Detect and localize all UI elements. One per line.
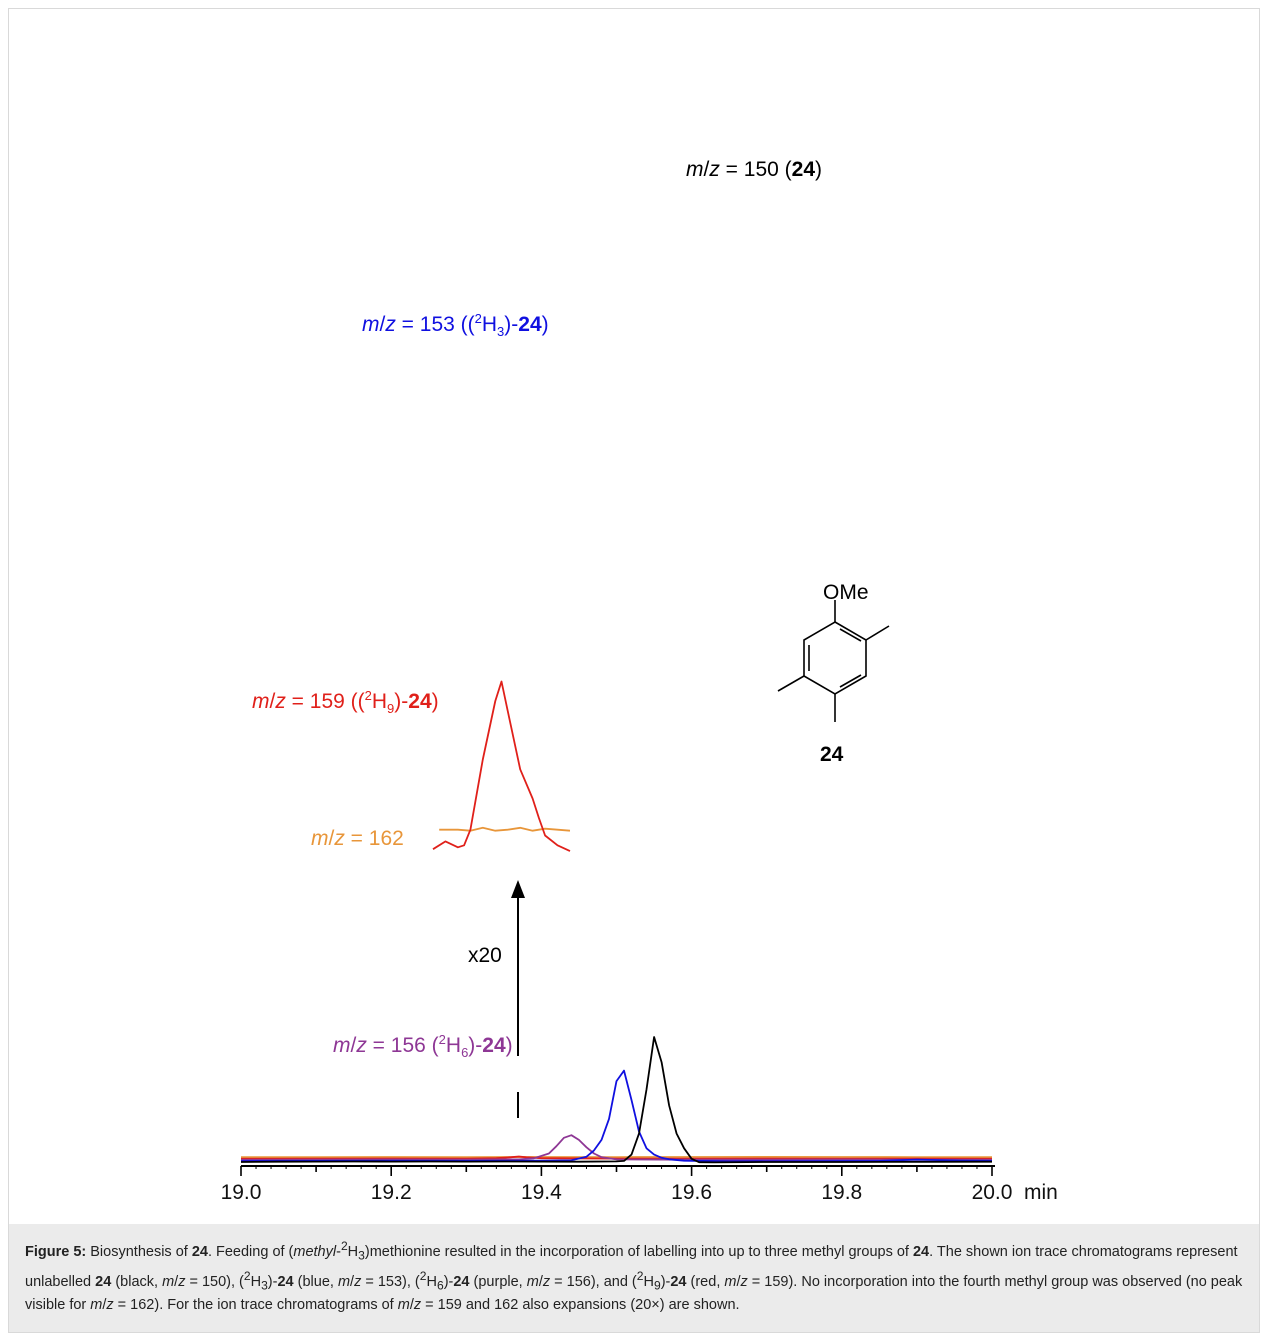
series-line-3 (240, 1155, 993, 1160)
inset-line-0 (432, 680, 571, 852)
figure-caption: Figure 5: Biosynthesis of 24. Feeding of… (9, 1224, 1259, 1332)
structure-24 (777, 600, 890, 722)
inset-line-1 (439, 826, 571, 832)
structure-number-label: 24 (820, 743, 844, 766)
tick-label: 20.0 (972, 1181, 1013, 1204)
tick-label: 19.2 (371, 1181, 412, 1204)
label-mz156: m/z = 156 (2H6)-24) (333, 1032, 513, 1060)
expansion-arrow: x20 (468, 880, 525, 1118)
x-axis-unit: min (1024, 1181, 1058, 1204)
caption-figure-label: Figure 5: (25, 1243, 87, 1260)
series-line-1 (240, 1069, 993, 1163)
label-mz162: m/z = 162 (311, 827, 404, 850)
ion-trace-chromatogram-chart: 19.0 19.2 19.4 19.6 19.8 20.0 min x20 m/z = 15… (221, 158, 1058, 1204)
tick-label: 19.4 (521, 1181, 562, 1204)
tick-label: 19.0 (221, 1181, 262, 1204)
series-group (240, 1036, 993, 1164)
label-mz150: m/z = 150 (24) (686, 158, 822, 181)
label-mz159: m/z = 159 ((2H9)-24) (252, 688, 439, 716)
structure-ome-label: OMe (823, 581, 869, 604)
inset-group (432, 680, 571, 852)
x-axis: 19.0 19.2 19.4 19.6 19.8 20.0 min (221, 1165, 1058, 1204)
expansion-factor-label: x20 (468, 944, 502, 967)
tick-label: 19.8 (821, 1181, 862, 1204)
tick-label: 19.6 (671, 1181, 712, 1204)
series-line-0 (240, 1036, 993, 1164)
series-line-2 (240, 1134, 993, 1161)
label-mz153: m/z = 153 ((2H3)-24) (362, 311, 549, 339)
